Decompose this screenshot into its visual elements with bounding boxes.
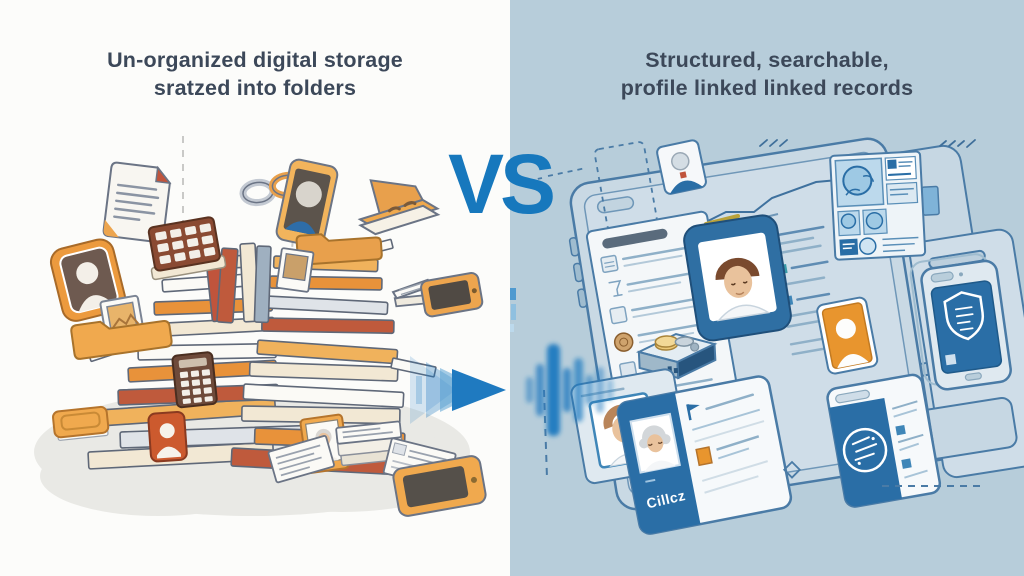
left-title: Un-organized digital storage sratzed int… [0, 46, 510, 103]
arrow-right-icon [410, 356, 506, 424]
profile-card [683, 214, 792, 342]
person-badge-icon [147, 410, 188, 463]
open-folder-icon [357, 179, 441, 236]
paper-stack [335, 420, 405, 467]
shield-phone [909, 253, 1012, 391]
left-panel: Un-organized digital storage sratzed int… [0, 0, 510, 576]
messy-pile-illustration [34, 136, 506, 517]
orange-portrait-card [816, 296, 879, 375]
soundwave-graphic [526, 344, 613, 436]
pile-photo-icon [275, 247, 315, 293]
paper-sheet [267, 435, 335, 484]
left-title-line2: sratzed into folders [153, 76, 357, 101]
document-icon [102, 161, 172, 244]
right-title-line1: Structured, searchable, [645, 48, 889, 72]
globe-icon [842, 427, 888, 473]
right-title: Structured, searchable, profile linked l… [510, 46, 1024, 103]
left-title-line1: Un-organized digital storage [107, 48, 403, 72]
structured-records-illustration: Cillcz [510, 137, 1024, 535]
right-title-line2: profile linked linked records [620, 76, 914, 101]
coffee-stain-icon [613, 332, 634, 352]
folder-icon [70, 319, 173, 360]
calculator-icon [147, 216, 227, 281]
flag-icon [686, 404, 700, 421]
divider-glitch [510, 288, 516, 332]
diamond-marker [782, 460, 802, 479]
tablet-icon [392, 455, 487, 517]
shield-icon [943, 291, 985, 341]
tablet-icon [420, 272, 484, 318]
contact-card-icon [656, 139, 707, 195]
keypad-phone-icon [171, 351, 218, 409]
small-notebook-icon [52, 405, 110, 441]
vs-label: VS [447, 137, 556, 231]
elder-profile-card: Cillcz [616, 375, 793, 535]
globe-card [826, 373, 942, 508]
right-panel: Structured, searchable, profile linked l… [510, 0, 1024, 576]
dashed-connectors [543, 389, 984, 487]
portrait-card-icon [275, 158, 339, 248]
scribble-marks [759, 139, 976, 148]
faces-grid-panel [829, 150, 940, 261]
